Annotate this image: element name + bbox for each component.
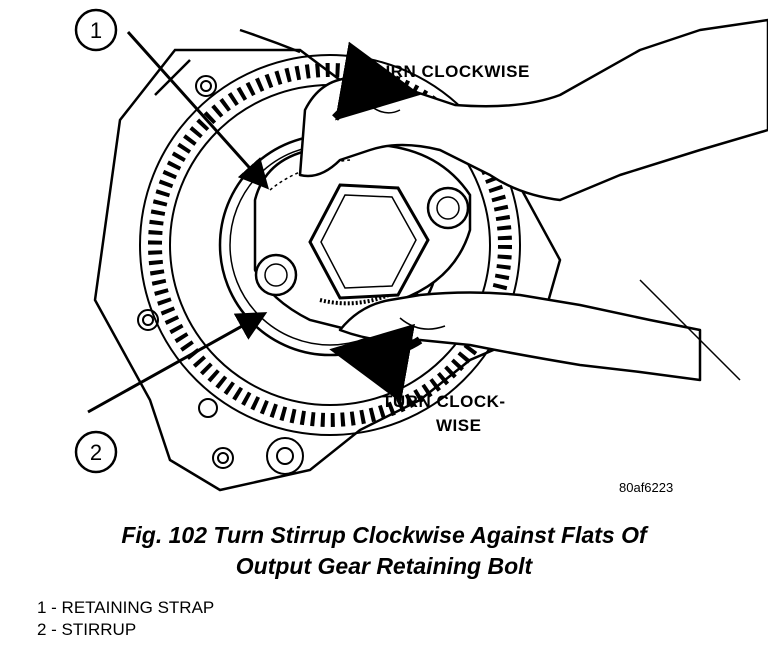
callout-2-number: 2 (90, 440, 102, 465)
legend-item-2: 2 - STIRRUP (37, 620, 137, 639)
turn-clockwise-label-bottom-line2: WISE (436, 416, 481, 435)
output-gear-retaining-bolt (308, 183, 430, 300)
figure-code: 80af6223 (619, 480, 673, 495)
hands (298, 18, 768, 382)
rotation-arrow-bottom (329, 323, 423, 403)
leader-lines (87, 30, 270, 414)
rotation-arrow-top (332, 41, 421, 121)
callout-1-number: 1 (90, 18, 102, 43)
turn-clockwise-label-top: TURN CLOCKWISE (367, 62, 530, 81)
figure-caption: Fig. 102 Turn Stirrup Clockwise Against … (0, 520, 768, 582)
stirrup-bolts (254, 186, 470, 297)
legend-item-1: 1 - RETAINING STRAP (37, 598, 215, 617)
mounting-holes (137, 75, 304, 475)
callout-2: 2 (74, 430, 118, 474)
callout-1: 1 (74, 8, 118, 52)
caption-line-2: Output Gear Retaining Bolt (235, 553, 533, 579)
turn-clockwise-label-bottom-line1: TURN CLOCK- (382, 392, 506, 411)
caption-line-1: Fig. 102 Turn Stirrup Clockwise Against … (121, 522, 647, 548)
technical-illustration: 1 2 TURN CLOCKWISE TURN CLOCK- WISE 80af… (74, 8, 768, 495)
parts-legend: 1 - RETAINING STRAP 2 - STIRRUP (37, 597, 214, 641)
